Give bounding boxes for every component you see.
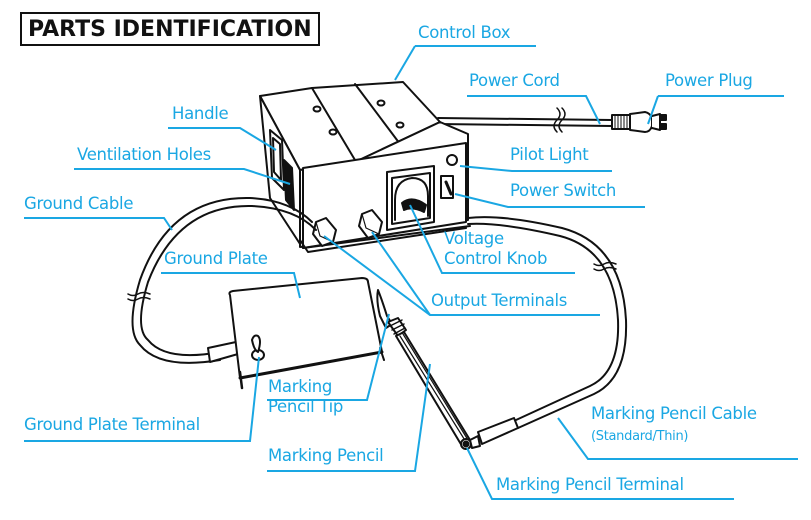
label-output-terminals: Output Terminals: [431, 291, 568, 310]
label-marking-pencil: Marking Pencil: [268, 446, 384, 465]
power-cord-drawing: [437, 107, 613, 133]
leader-power-plug: [647, 95, 659, 125]
label-marking-pencil-cable-note: (Standard/Thin): [591, 429, 689, 444]
leader-marking-pencil-cable: [557, 417, 798, 460]
leader-handle: [168, 127, 277, 151]
leader-lines: [24, 45, 798, 500]
label-ground-cable: Ground Cable: [24, 194, 134, 213]
page-title-box: PARTS IDENTIFICATION: [20, 12, 320, 46]
leader-output-terminals-b: [371, 231, 431, 316]
leader-power-switch: [454, 193, 645, 208]
marking-pencil-cable-drawing: [467, 216, 628, 449]
label-marking-pencil-terminal: Marking Pencil Terminal: [496, 475, 684, 494]
page-title: PARTS IDENTIFICATION: [28, 16, 312, 42]
label-voltage-control-knob-line2: Control Knob: [444, 249, 548, 268]
leader-ground-plate: [161, 272, 301, 299]
label-control-box: Control Box: [418, 23, 511, 42]
label-pilot-light: Pilot Light: [510, 145, 589, 164]
leader-ground-cable: [24, 217, 173, 231]
control-box-drawing: [259, 81, 471, 253]
leader-pilot-light: [459, 165, 612, 172]
marking-pencil-drawing: [376, 289, 472, 450]
power-plug-drawing: [611, 111, 667, 133]
leader-control-box-pointer: [394, 45, 416, 81]
leader-ventilation-holes: [74, 168, 291, 185]
leader-ground-plate-terminal: [24, 356, 260, 442]
label-marking-pencil-tip-line2: Pencil Tip: [268, 397, 344, 416]
label-marking-pencil-tip-line1: Marking: [268, 377, 333, 396]
leader-marking-pencil-terminal: [466, 447, 734, 500]
label-marking-pencil-cable: Marking Pencil Cable: [591, 404, 757, 423]
label-ground-plate: Ground Plate: [164, 249, 268, 268]
label-power-cord: Power Cord: [469, 71, 560, 90]
label-handle: Handle: [172, 104, 229, 123]
ground-plate-drawing: [228, 277, 385, 390]
leader-power-cord: [467, 95, 601, 125]
label-voltage-control-knob-line1: Voltage: [444, 229, 504, 248]
leader-marking-pencil: [267, 363, 431, 472]
label-power-switch: Power Switch: [510, 181, 617, 200]
output-terminals-drawing: [312, 209, 383, 247]
leader-marking-pencil-tip: [267, 313, 390, 401]
label-power-plug: Power Plug: [665, 71, 753, 90]
label-ground-plate-terminal: Ground Plate Terminal: [24, 415, 200, 434]
leader-voltage-control-knob: [409, 204, 575, 274]
label-ventilation-holes: Ventilation Holes: [77, 145, 211, 164]
